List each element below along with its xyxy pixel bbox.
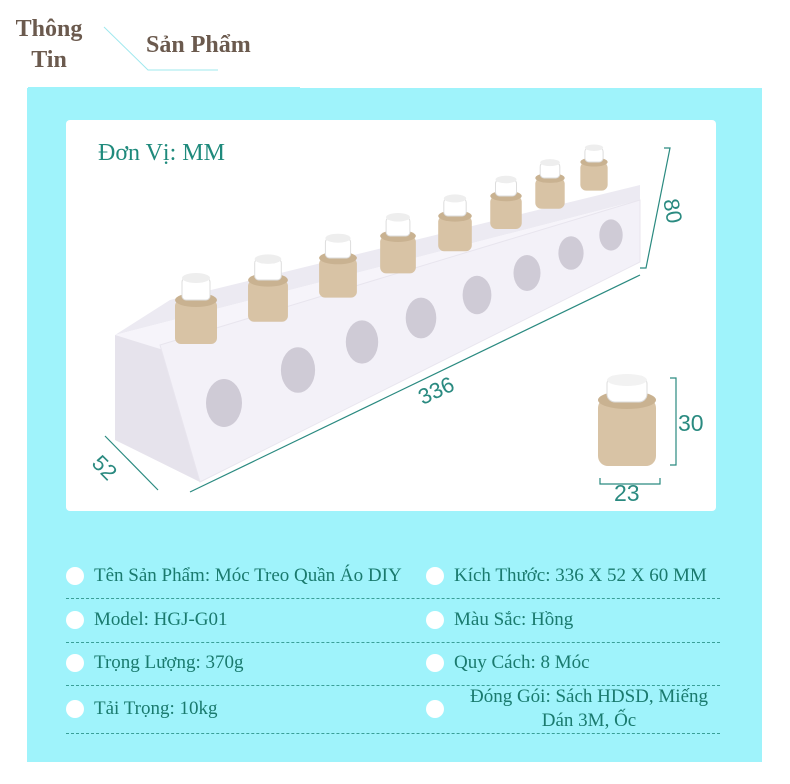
spec-row: Tên Sản Phẩm: Móc Treo Quần Áo DIY Kích … [66,554,720,599]
dim-hook-diameter: 23 [614,480,640,506]
bullet-icon [66,611,84,629]
title-sub: Sản Phẩm [146,32,251,58]
dim-height: 80 [658,196,688,226]
spec-packaging: Đóng Gói: Sách HDSD, Miếng Dán 3M, Ốc [469,686,709,731]
dim-hook-height: 30 [678,410,704,436]
hole [405,297,437,339]
unit-label: Đơn Vị: MM [98,140,225,166]
hole [462,275,492,315]
spec-load: Tải Trọng: 10kg [94,698,218,719]
bullet-icon [426,654,444,672]
spec-row: Model: HGJ-G01 Màu Sắc: Hồng [66,598,720,643]
hook [319,233,357,298]
title-main: Thông Tin [15,16,83,73]
spec-color: Màu Sắc: Hồng [454,609,574,630]
hook [380,213,416,274]
bullet-icon [426,567,444,585]
bullet-icon [66,700,84,718]
hole [280,347,316,393]
spec-row: Tải Trọng: 10kg Đóng Gói: Sách HDSD, Miế… [66,685,720,734]
spec-product-name: Tên Sản Phẩm: Móc Treo Quần Áo DIY [94,565,402,586]
bullet-icon [426,700,444,718]
single-hook [598,374,656,466]
hook [248,254,288,322]
bullet-icon [426,611,444,629]
bullet-icon [66,654,84,672]
spec-model: Model: HGJ-G01 [94,609,228,630]
hole [206,379,242,427]
bullet-icon [66,567,84,585]
hole [345,320,379,364]
spec-weight: Trọng Lượng: 370g [94,652,244,673]
hook [438,194,472,252]
hook [580,144,608,191]
hook [535,159,565,209]
spec-size: Kích Thước: 336 X 52 X 60 MM [454,565,707,586]
spec-quantity: Quy Cách: 8 Móc [454,652,590,673]
hole [599,219,623,251]
spec-row: Trọng Lượng: 370g Quy Cách: 8 Móc [66,641,720,686]
hole [558,236,584,270]
hook [490,175,522,229]
hook [175,273,217,344]
hole [513,255,541,291]
